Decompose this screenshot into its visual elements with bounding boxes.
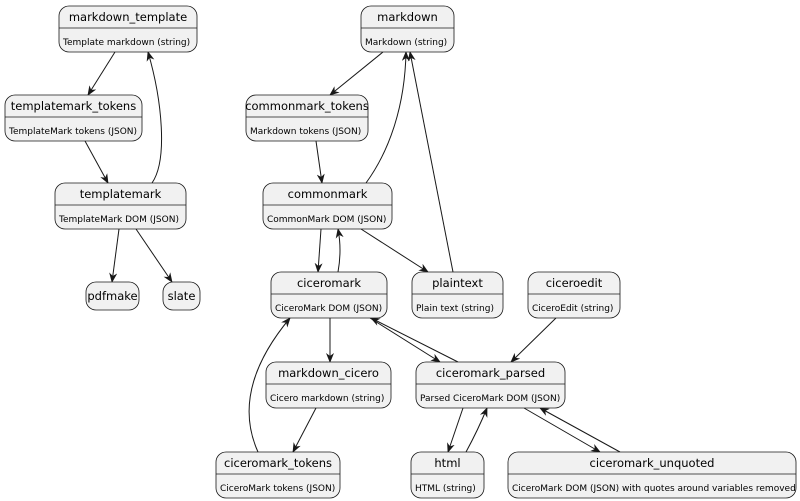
state-title: markdown (377, 10, 438, 24)
state-box (162, 281, 201, 311)
state-description: Markdown tokens (JSON) (250, 127, 361, 137)
edges-layer (84, 51, 621, 453)
state-title: slate (168, 289, 196, 303)
state-title: plaintext (432, 276, 483, 290)
state-box (411, 271, 504, 319)
state-box (265, 361, 392, 409)
edge-markdown-cicero-to-ciceromark-tokens (292, 407, 317, 453)
state-description: CommonMark DOM (JSON) (267, 215, 386, 225)
state-title: markdown_template (69, 10, 187, 24)
state-box (527, 271, 621, 319)
edge-ciceroedit-to-ciceromark-parsed (510, 317, 557, 363)
edge-ciceromark-unquoted-to-ciceromark-parsed (539, 407, 621, 453)
edge-commonmark-to-ciceromark (314, 228, 323, 273)
edge-ciceromark-parsed-to-html (447, 407, 464, 453)
state-description: Markdown (string) (365, 38, 447, 48)
edge-plaintext-to-markdown (407, 51, 454, 273)
state-title: ciceromark_unquoted (590, 456, 715, 470)
state-description: CiceroMark DOM (JSON) (275, 304, 382, 314)
edge-templatemark-to-pdfmake (109, 228, 120, 283)
state-box (54, 182, 187, 230)
edge-ciceromark-tokens-to-ciceromark (248, 317, 291, 453)
state-title: ciceromark_parsed (436, 366, 545, 380)
state-box (245, 94, 369, 142)
state-description: TemplateMark DOM (JSON) (58, 215, 179, 225)
edge-ciceromark-parsed-to-ciceromark-unquoted (523, 407, 601, 453)
state-description: CiceroMark tokens (JSON) (220, 484, 335, 494)
state-slate: slate (162, 281, 201, 311)
state-box (85, 281, 140, 311)
edge-commonmark-to-plaintext (360, 228, 429, 273)
state-box (360, 5, 455, 53)
state-pdfmake: pdfmake (85, 281, 140, 311)
state-box (410, 451, 485, 499)
edge-markdown-template-to-templatemark-tokens (87, 51, 116, 96)
state-description: TemplateMark tokens (JSON) (8, 127, 137, 137)
edge-markdown-to-commonmark-tokens (329, 51, 384, 96)
state-title: templatemark (80, 187, 162, 201)
state-description: Template markdown (string) (62, 38, 190, 48)
state-description: Plain text (string) (416, 304, 494, 314)
state-description: CiceroMark DOM (JSON) with quotes around… (512, 484, 796, 494)
edge-ciceromark-to-commonmark (335, 228, 344, 273)
state-box (215, 451, 341, 499)
state-box (58, 5, 198, 53)
edge-ciceromark-to-ciceromark-parsed (369, 317, 441, 363)
state-title: commonmark (288, 187, 368, 201)
state-description: Parsed CiceroMark DOM (JSON) (420, 394, 560, 404)
state-title: commonmark_tokens (245, 99, 369, 113)
state-description: HTML (string) (415, 484, 476, 494)
state-box (270, 271, 388, 319)
edge-templatemark-to-markdown-template (146, 51, 163, 184)
state-box (4, 94, 143, 142)
edge-templatemark-tokens-to-templatemark (84, 140, 109, 184)
state-title: html (434, 456, 460, 470)
edge-ciceromark-parsed-to-ciceromark (370, 317, 459, 363)
edge-templatemark-to-slate (135, 228, 173, 283)
state-title: templatemark_tokens (11, 99, 136, 113)
state-box (507, 451, 797, 499)
state-title: ciceromark_tokens (224, 456, 332, 470)
state-title: ciceromark (297, 276, 361, 290)
edge-commonmark-to-markdown (365, 51, 410, 184)
state-description: CiceroEdit (string) (532, 304, 613, 314)
state-description: Cicero markdown (string) (270, 394, 384, 404)
state-title: markdown_cicero (278, 366, 379, 380)
state-box (415, 361, 566, 409)
edge-html-to-ciceromark-parsed (465, 407, 488, 453)
state-box (262, 182, 393, 230)
edge-commonmark-tokens-to-commonmark (315, 140, 325, 184)
state-title: pdfmake (87, 289, 137, 303)
state-title: ciceroedit (546, 276, 603, 290)
